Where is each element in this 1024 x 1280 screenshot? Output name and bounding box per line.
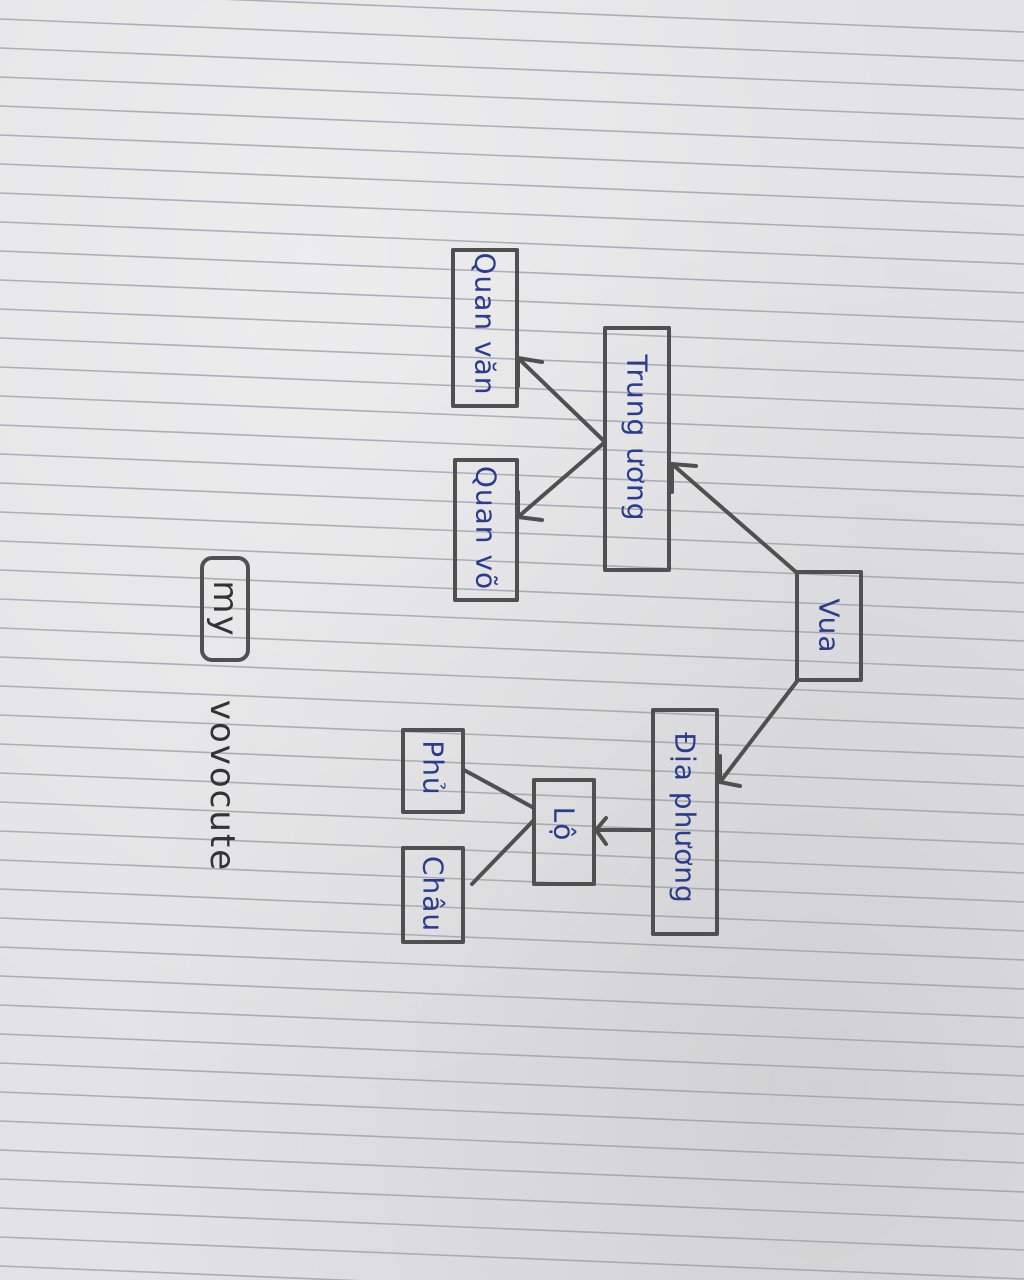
node-label-lo: Lộ	[547, 806, 581, 842]
ruled-line	[0, 830, 1024, 874]
node-label-quan-van: Quan văn	[468, 252, 502, 396]
ruled-line	[0, 859, 1024, 903]
ruled-line	[0, 47, 1024, 91]
node-box-lo	[532, 778, 596, 886]
edge-lo-phu	[462, 768, 536, 810]
edge-lo-chau	[470, 818, 536, 886]
node-label-chau: Châu	[416, 855, 450, 933]
ruled-line	[0, 627, 1024, 671]
edge-dia-phuong-lo	[594, 816, 654, 846]
ruled-line	[0, 569, 1024, 613]
ruled-line	[0, 714, 1024, 758]
ruled-line	[0, 1004, 1024, 1048]
ruled-line	[0, 1178, 1024, 1222]
ruled-line	[0, 975, 1024, 1019]
ruled-line	[0, 1120, 1024, 1164]
node-label-quan-vo: Quan võ	[469, 465, 503, 591]
ruled-line	[0, 656, 1024, 700]
ruled-line	[0, 279, 1024, 323]
ruled-line	[0, 424, 1024, 468]
ruled-line	[0, 192, 1024, 236]
node-label-trung-uong: Trung ương	[620, 354, 654, 522]
signature-box	[200, 556, 250, 662]
ruled-line	[0, 1265, 361, 1280]
edge-trung-uong-quan-vo	[516, 440, 607, 522]
ruled-line	[0, 1091, 1024, 1135]
node-box-dia-phuong	[651, 708, 719, 936]
ruled-line	[0, 76, 1024, 120]
edge-vua-trung-uong	[670, 462, 798, 574]
ruled-line	[0, 18, 1024, 62]
ruled-line	[0, 105, 1024, 149]
node-box-phu	[401, 728, 465, 814]
node-label-vua: Vua	[812, 598, 846, 654]
ruled-line	[0, 801, 1024, 845]
node-label-dia-phuong: Địa phương	[668, 732, 702, 904]
ruled-line	[0, 366, 1024, 410]
node-label-phu: Phủ	[416, 740, 450, 796]
ruled-line	[0, 1033, 1024, 1077]
ruled-line	[0, 743, 1024, 787]
ruled-line	[224, 0, 1024, 33]
ruled-line	[0, 453, 1024, 497]
ruled-line	[0, 1062, 1024, 1106]
node-box-vua	[795, 570, 863, 682]
node-box-trung-uong	[603, 326, 671, 572]
ruled-line	[0, 598, 1024, 642]
ruled-line	[0, 250, 1024, 294]
ruled-line	[0, 1207, 1024, 1251]
node-box-quan-van	[451, 248, 519, 408]
node-box-quan-vo	[453, 458, 519, 602]
node-box-chau	[401, 846, 465, 944]
ruled-line	[0, 1236, 1024, 1280]
ruled-line	[0, 134, 1024, 178]
edge-trung-uong-quan-van	[516, 356, 607, 444]
ruled-line	[0, 482, 1024, 526]
signature-text: vovocute	[202, 699, 242, 873]
ruled-line	[0, 395, 1024, 439]
ruled-line	[0, 308, 1024, 352]
ruled-line	[0, 337, 1024, 381]
ruled-line	[0, 888, 1024, 932]
ruled-line	[0, 540, 1024, 584]
edge-vua-dia-phuong	[718, 678, 800, 788]
ruled-line	[0, 1149, 1024, 1193]
ruled-line	[0, 163, 1024, 207]
ruled-line	[0, 221, 1024, 265]
ruled-line	[0, 917, 1024, 961]
ruled-line	[0, 511, 1024, 555]
ruled-line	[0, 946, 1024, 990]
signature-boxed-text: my	[205, 580, 245, 638]
ruled-line	[0, 685, 1024, 729]
